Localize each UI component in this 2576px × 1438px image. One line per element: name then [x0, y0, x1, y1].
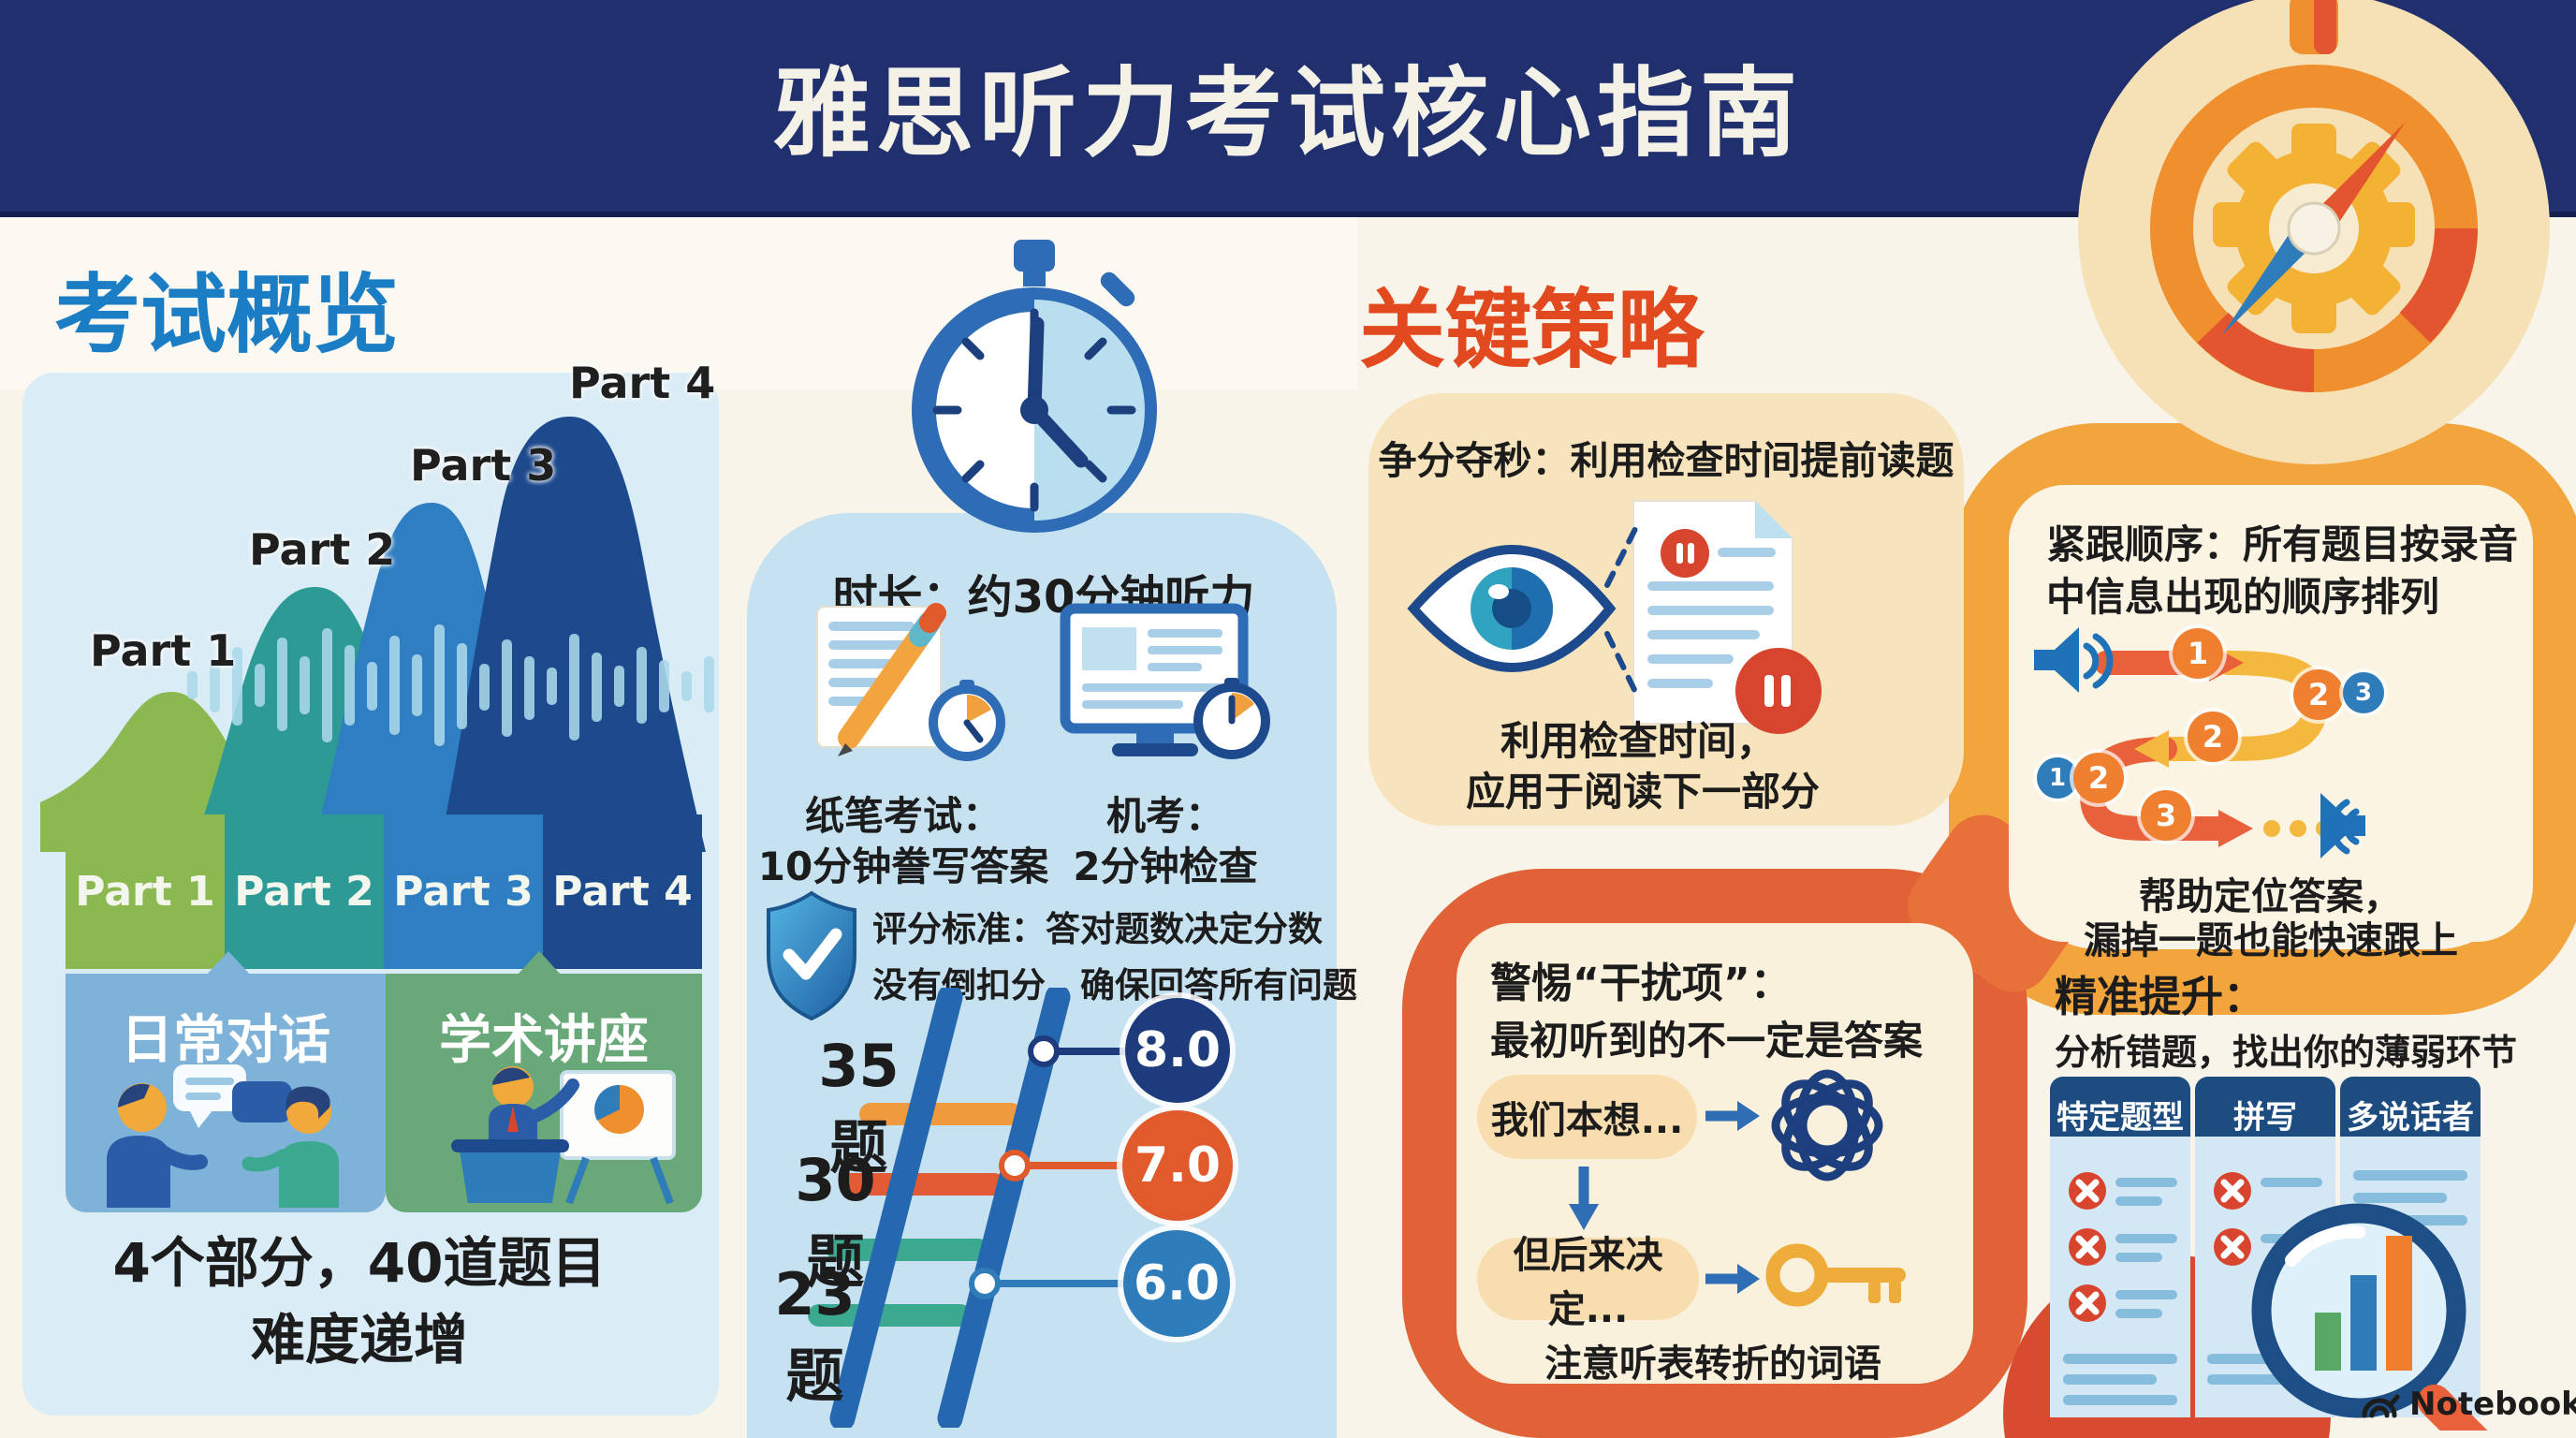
ladder-questions-35: 35题 [818, 1032, 900, 1181]
band-score-6: 6.0 [1123, 1230, 1230, 1337]
strategy1-caption2: 应用于阅读下一部分 [1465, 769, 1820, 814]
strategy1-caption1: 利用检查时间， [1500, 718, 1776, 764]
band-score-8: 8.0 [1125, 998, 1230, 1103]
table-header-1: 特定题型 [2056, 1098, 2184, 1137]
strategy3-title2: 最初听到的不一定是答案 [1490, 1018, 1924, 1064]
band-score-7: 7.0 [1122, 1110, 1233, 1221]
brand-name: NotebookLM [2409, 1386, 2576, 1423]
strip-part2: Part 2 [225, 814, 384, 969]
eye-icon [1407, 544, 1617, 673]
compass-gear-icon [2078, 0, 2550, 464]
category-left-label: 日常对话 [121, 1010, 330, 1071]
strategy4-title1: 精准提升： [2055, 972, 2266, 1021]
tangled-scribble-icon [1771, 1069, 1883, 1181]
arrow-down-icon [1569, 1167, 1599, 1230]
audio-waveform [187, 624, 714, 746]
overview-heading: 考试概览 [54, 265, 400, 365]
strategy2-caption1: 帮助定位答案， [2139, 875, 2401, 918]
peak-label-part4: Part 4 [569, 358, 716, 408]
seq-badge-7: 3 [2141, 790, 2191, 841]
seq-badge-5: 1 [2037, 757, 2078, 799]
peak-label-part2: Part 2 [249, 524, 396, 575]
strategies-heading: 关键策略 [1359, 280, 1705, 380]
paper-test-desc: 10分钟誊写答案 [757, 844, 1049, 889]
computer-test-title: 机考： [1105, 793, 1224, 839]
category-academic-lecture: 学术讲座 [386, 951, 702, 1212]
computer-test-icon [1060, 603, 1270, 759]
arrow-right-icon [1705, 1264, 1760, 1294]
strategy2-caption2: 漏掉一题也能快速跟上 [2084, 919, 2458, 962]
paper-test-title: 纸笔考试： [804, 793, 1002, 839]
table-header-2: 拼写 [2233, 1098, 2297, 1137]
seq-badge-6: 2 [2073, 753, 2124, 803]
strategy4-title2: 分析错题，找出你的薄弱环节 [2055, 1032, 2518, 1073]
key-icon [1765, 1243, 1906, 1307]
strategy3-title1: 警惕“干扰项”： [1490, 960, 1792, 1007]
speaker-icon [2034, 627, 2114, 693]
shield-check-icon [767, 890, 856, 1021]
ladder-questions-30: 30题 [795, 1146, 876, 1296]
lecture-podium-icon [451, 1066, 676, 1205]
magnifier-icon [2251, 1203, 2490, 1431]
strip-part1: Part 1 [66, 814, 225, 969]
speaker-icon [2320, 793, 2365, 858]
distractor-bubble2: 但后来决定... [1477, 1234, 1699, 1331]
page-title: 雅思听力考试核心指南 [772, 55, 1803, 170]
distractor-bubble1: 我们本想... [1477, 1075, 1697, 1159]
difficulty-mountains-chart [40, 417, 714, 852]
conversation-people-icon [107, 1064, 339, 1208]
notebooklm-logo-icon [2362, 1394, 2400, 1418]
strip-part3: Part 3 [384, 814, 543, 969]
computer-test-desc: 2分钟检查 [1073, 844, 1258, 889]
error-table-magnifier [2050, 1077, 2490, 1431]
strategy1-title: 争分夺秒：利用检查时间提前读题 [1378, 438, 1954, 483]
category-right-label: 学术讲座 [439, 1010, 649, 1071]
brand-footer: NotebookLM [2359, 1386, 2576, 1423]
ladder-questions-23: 23题 [774, 1260, 856, 1410]
scoring-line1: 评分标准：答对题数决定分数 [872, 909, 1323, 949]
strategy3-caption: 注意听表转折的词语 [1544, 1343, 1881, 1386]
category-daily-conversation: 日常对话 [66, 951, 386, 1212]
notch-up-icon [206, 951, 251, 976]
strategy2-panel [2009, 485, 2533, 942]
arrow-right-icon [1705, 1101, 1760, 1131]
strategy2-title2: 中信息出现的顺序排列 [2046, 574, 2440, 620]
seq-badge-3: 3 [2343, 672, 2384, 713]
strategy2-title1: 紧跟顺序：所有题目按录音 [2046, 521, 2519, 567]
table-header-3: 多说话者 [2347, 1098, 2474, 1137]
peak-label-part3: Part 3 [410, 440, 557, 491]
eye-document-scene [1407, 500, 1822, 734]
seq-badge-2: 2 [2293, 669, 2344, 720]
peak-label-part1: Part 1 [90, 625, 237, 676]
notch-up-icon [517, 951, 562, 976]
strip-part4: Part 4 [543, 814, 702, 969]
score-ladder-icon [808, 988, 1150, 1428]
seq-badge-4: 2 [2188, 712, 2238, 762]
paper-test-icon [816, 603, 1005, 761]
stopwatch-icon [912, 240, 1157, 533]
seq-badge-1: 1 [2173, 628, 2223, 679]
overview-summary-line2: 难度递增 [250, 1308, 468, 1372]
overview-summary-line1: 4个部分，40道题目 [112, 1231, 607, 1295]
